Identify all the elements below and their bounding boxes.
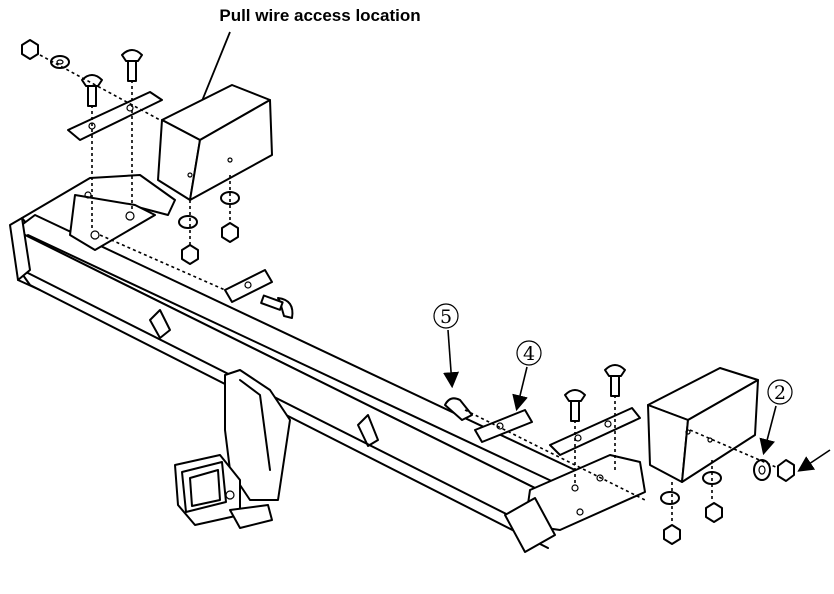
part-5-bolt — [444, 397, 473, 421]
receiver-shank — [174, 369, 291, 529]
nut-pointer-arrow — [797, 449, 831, 472]
part-callout-4: 4 — [512, 340, 542, 412]
part-number-4: 4 — [523, 343, 535, 365]
part-2-washer — [753, 459, 771, 481]
right-bracket — [504, 454, 646, 553]
pull-wire-callout-label: Pull wire access location — [219, 6, 421, 25]
left-nuts-washers — [21, 39, 240, 265]
part-number-2: 2 — [774, 382, 786, 404]
part-number-5: 5 — [440, 306, 452, 328]
part-callout-2: 2 — [759, 379, 793, 456]
left-carriage-bolts — [81, 49, 294, 319]
part-callout-5: 5 — [433, 303, 460, 389]
right-frame-box — [647, 367, 759, 483]
right-spacer-plates — [474, 407, 641, 456]
left-frame-box — [157, 84, 273, 201]
assembly-lines — [39, 54, 779, 522]
right-carriage-bolts — [444, 364, 626, 422]
left-spacer-plates — [67, 91, 273, 303]
right-nuts-washers — [660, 459, 795, 545]
